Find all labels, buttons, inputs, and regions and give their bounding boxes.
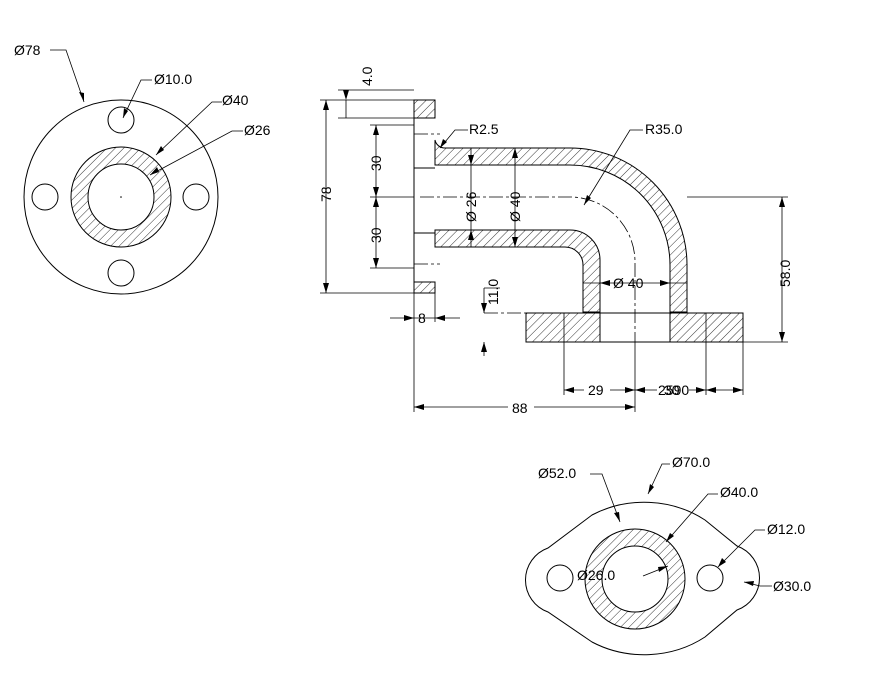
- left-flange-upper: [413, 99, 436, 119]
- pipe-inner-dia-label: Ø26: [244, 122, 271, 138]
- oval-end-radius-label: Ø30.0: [773, 578, 811, 594]
- oval-pipe-ring: [584, 528, 686, 630]
- pipe-section-ring: [70, 146, 172, 248]
- upper-offset-label: 30: [368, 155, 384, 171]
- oval-pipe-inner-label: Ø26.0: [577, 567, 615, 583]
- flange-thickness-label: 4.0: [359, 66, 375, 86]
- lower-offset-label: 30: [368, 227, 384, 243]
- vertical-drop-label: 58.0: [777, 260, 793, 287]
- hole-dia-label: Ø10.0: [154, 71, 192, 87]
- pipe-outer-dia-label: Ø40: [222, 92, 249, 108]
- elbow-outer-wall: [434, 139, 688, 313]
- boss-dia-label: Ø52.0: [538, 465, 576, 481]
- bottom-flange-left: [525, 312, 601, 343]
- oval-outer-dia-label: Ø70.0: [672, 454, 710, 470]
- bolt-hole-right: [182, 183, 210, 211]
- oval-pipe-outer-label: Ø40.0: [720, 484, 758, 500]
- bend-radius-label: R35.0: [645, 121, 683, 137]
- flange-width-label: 8: [418, 310, 426, 326]
- front-flange-view: Ø78 Ø10.0 Ø40 Ø26: [14, 42, 271, 295]
- elbow-section-view: 78 30 30 4.0 R2.5 R35.0 Ø 26 Ø 40 Ø 4: [318, 66, 793, 416]
- oval-flange-outline: [524, 501, 761, 656]
- bolt-hole-bottom: [107, 259, 135, 287]
- boss-height-label: 11.0: [485, 279, 501, 305]
- outlet-dia-label: Ø 40: [613, 275, 644, 291]
- oval-hole-left: [546, 564, 574, 592]
- overlapping-dim-label: 2590: [658, 382, 689, 398]
- inner-dia-label: Ø 26: [463, 191, 479, 222]
- overall-length-label: 88: [512, 400, 528, 416]
- bolt-hole-top: [107, 106, 135, 134]
- bottom-flange-right: [669, 312, 744, 343]
- center-point: [120, 196, 122, 198]
- right-offset-label: 30: [664, 382, 680, 398]
- oval-hole-right: [696, 564, 724, 592]
- left-flange-lower: [413, 281, 436, 294]
- fillet-radius-label: R2.5: [469, 121, 499, 137]
- elbow-inner-wall: [434, 229, 601, 313]
- bolt-hole-left: [31, 183, 59, 211]
- oval-flange-view: Ø52.0 Ø70.0 Ø40.0 Ø12.0 Ø26.0 Ø30.0: [524, 454, 811, 656]
- outer-dia-label: Ø78: [14, 42, 41, 58]
- outer-dia-label: Ø 40: [507, 191, 523, 222]
- oval-hole-dia-label: Ø12.0: [767, 521, 805, 537]
- horizontal-offset-label: 29: [588, 382, 604, 398]
- flange-outer-circle: [23, 99, 219, 295]
- overall-height-label: 78: [318, 186, 334, 202]
